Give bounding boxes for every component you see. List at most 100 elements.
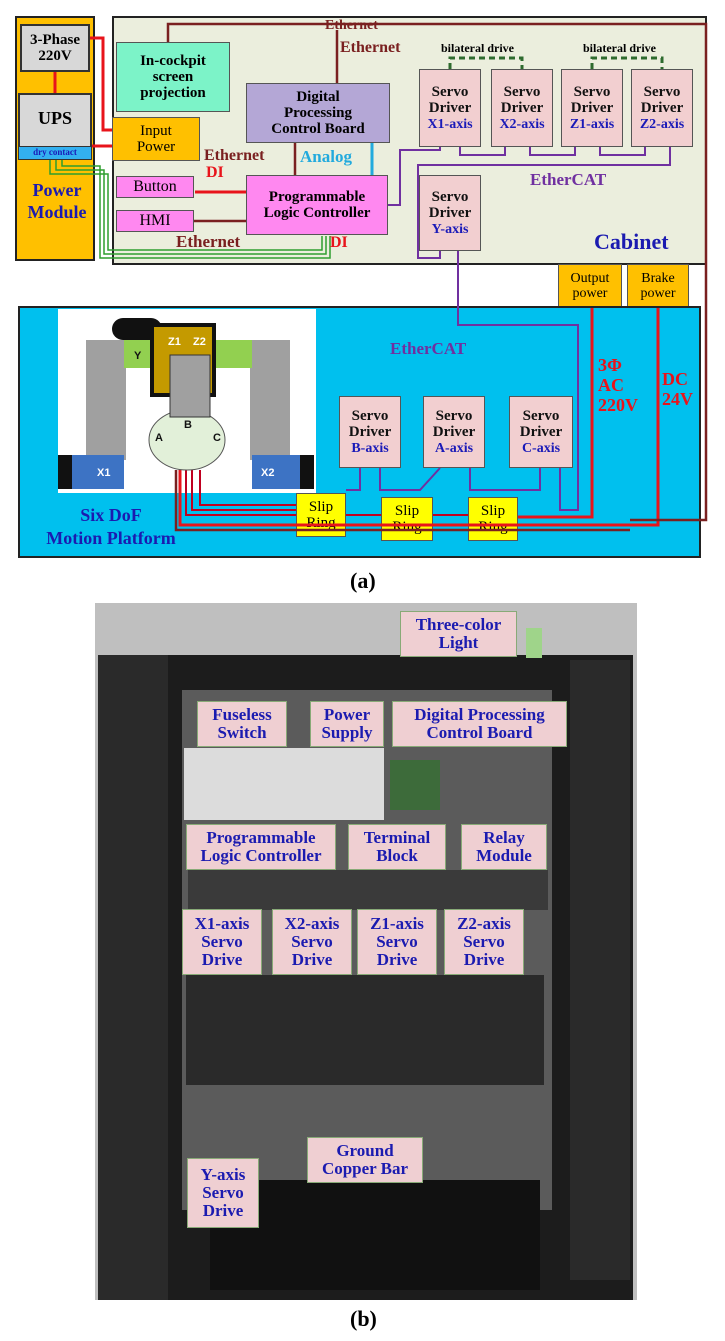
di-label-bottom: DI (330, 234, 348, 251)
caption-b: (b) (350, 1306, 377, 1331)
servo-driver-y: Servo Driver Y-axis (419, 175, 481, 251)
photo-label-power-supply: Power Supply (310, 701, 384, 747)
model-label-z2: Z2 (193, 336, 206, 348)
slip-ring-2: Slip Ring (381, 497, 433, 541)
ethercat-line (388, 147, 441, 206)
photo-label-ground-copper-bar: Ground Copper Bar (307, 1137, 423, 1183)
power-line (518, 308, 594, 519)
servo-driver-label: Servo Driver (570, 84, 614, 117)
dc-label: DC 24V (662, 369, 693, 409)
platform-title: Six DoF Motion Platform (46, 505, 176, 548)
ethercat-line (529, 147, 576, 156)
connection-lines: Z1 Z2 Y A B C X1 X2 (49, 22, 708, 532)
servo-axis-label: Y-axis (431, 221, 469, 237)
servo-driver-label: Servo Driver (519, 408, 563, 441)
cabinet-title: Cabinet (594, 229, 669, 254)
platform-cable (199, 470, 296, 506)
ethercat-line (469, 468, 541, 491)
ethercat-line (379, 467, 441, 491)
di-label-left: DI (206, 164, 224, 181)
slip-ring-1: Slip Ring (296, 493, 346, 537)
dry-contact-line (61, 160, 331, 259)
model-label-x1: X1 (97, 467, 110, 479)
left-column (86, 340, 126, 460)
model-labels: Z1 Z2 Y A B C X1 X2 (97, 336, 274, 479)
ethernet-label-mid: Ethernet (204, 147, 265, 164)
servo-axis-label: Z1-axis (569, 116, 615, 132)
left-door-edge (98, 655, 168, 1300)
bilateral-line (448, 56, 524, 69)
photo-label-terminal-block: Terminal Block (348, 824, 446, 870)
servo-axis-label: C-axis (521, 440, 561, 456)
button-box: Button (116, 176, 194, 198)
dry-contact-line (49, 160, 323, 251)
servo-axis-label: B-axis (351, 440, 389, 456)
x1-motor (58, 455, 72, 489)
photo-label-fuseless-switch: Fuseless Switch (197, 701, 287, 747)
photo-label-y-servo: Y-axis Servo Drive (187, 1158, 259, 1228)
power-line (178, 308, 660, 527)
dry-contact-box: dry contact (18, 146, 92, 160)
ethercat-line (599, 147, 646, 156)
cockpit-projection-box: In-cockpit screen projection (116, 42, 230, 112)
photo-label-x2-servo: X2-axis Servo Drive (272, 909, 352, 975)
servo-axis-label: X1-axis (427, 116, 473, 132)
servo-driver-label: Servo Driver (432, 408, 476, 441)
model-label-y: Y (134, 350, 142, 362)
bilateral-drive-label-x: bilateral drive (441, 41, 514, 55)
model-label-c: C (213, 432, 221, 444)
lower-cables (210, 1180, 540, 1290)
ethernet-label-top2: Ethernet (340, 39, 401, 56)
power-module-title: Power Module (27, 180, 87, 222)
photo-label-z1-servo: Z1-axis Servo Drive (357, 909, 437, 975)
plc-box: Programmable Logic Controller (246, 175, 388, 235)
servo-drive-row (186, 975, 544, 1085)
b-axis-body (169, 354, 211, 418)
servo-driver-z2: Servo Driver Z2-axis (631, 69, 693, 147)
ethernet-lines (166, 22, 708, 532)
ethercat-lines (346, 147, 671, 511)
platform-cable (185, 470, 296, 516)
ethercat-line (457, 251, 579, 511)
input-power-box: Input Power (112, 117, 200, 161)
x2-motor (300, 455, 314, 489)
y-cable-chain (112, 318, 162, 340)
right-door-edge (570, 660, 630, 1280)
platform-cable (191, 470, 296, 511)
slip-ring-3: Slip Ring (468, 497, 518, 541)
servo-axis-label: X2-axis (499, 116, 545, 132)
servo-driver-b: Servo Driver B-axis (339, 396, 401, 468)
breaker-row (184, 748, 384, 820)
three-phase-box: 3-Phase 220V (20, 24, 90, 72)
hmi-box: HMI (116, 210, 194, 232)
photo-label-three-color-light: Three-color Light (400, 611, 517, 657)
ethernet-label-bottom: Ethernet (176, 232, 241, 251)
photo-label-x1-servo: X1-axis Servo Drive (182, 909, 262, 975)
ac-label: 3Φ AC 220V (598, 355, 638, 415)
dry-contact-lines (49, 160, 331, 259)
platform-cables (185, 470, 468, 516)
model-label-a: A (155, 432, 163, 444)
three-color-light-lamp (526, 628, 542, 658)
servo-driver-label: Servo Driver (640, 84, 684, 117)
ethercat-line (459, 147, 506, 156)
power-line (90, 36, 112, 132)
servo-driver-a: Servo Driver A-axis (423, 396, 485, 468)
bilateral-drive-label-z: bilateral drive (583, 41, 656, 55)
right-column (250, 340, 290, 460)
ethercat-line (346, 468, 361, 491)
servo-driver-x1: Servo Driver X1-axis (419, 69, 481, 147)
servo-driver-label: Servo Driver (428, 84, 472, 117)
model-label-x2: X2 (261, 467, 274, 479)
model-label-b: B (184, 419, 192, 431)
ethernet-line (174, 470, 630, 532)
dry-contact-line (55, 160, 327, 255)
photo-label-dpcb: Digital Processing Control Board (392, 701, 567, 747)
ethercat-label-platform: EtherCAT (390, 339, 467, 358)
servo-driver-label: Servo Driver (428, 189, 472, 222)
photo-label-z2-servo: Z2-axis Servo Drive (444, 909, 524, 975)
ethercat-line (417, 147, 671, 259)
servo-driver-c: Servo Driver C-axis (509, 396, 573, 468)
caption-a: (a) (350, 568, 376, 593)
photo-label-relay-module: Relay Module (461, 824, 547, 870)
